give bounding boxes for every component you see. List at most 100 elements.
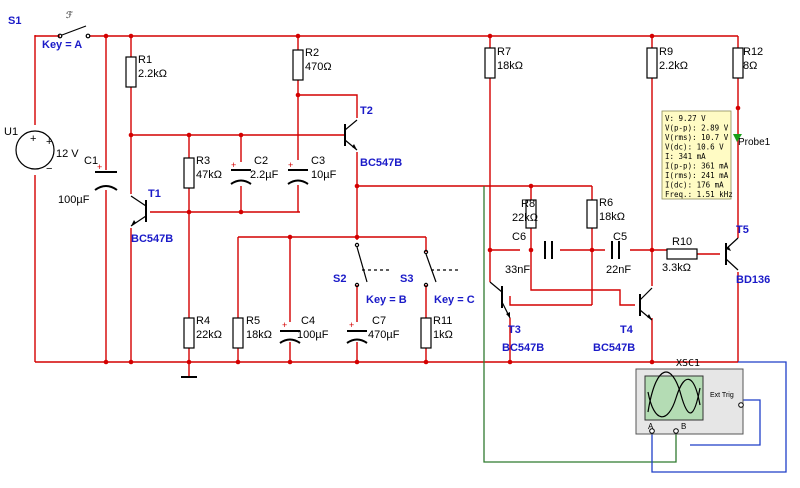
source-value: 12 V — [56, 148, 79, 160]
svg-text:R5: R5 — [246, 315, 260, 327]
svg-text:I(p-p): 361 mA: I(p-p): 361 mA — [665, 162, 729, 171]
svg-text:18kΩ: 18kΩ — [246, 329, 272, 341]
source-name: U1 — [4, 126, 18, 138]
capacitor-c5[interactable]: C5 22nF — [606, 231, 631, 276]
svg-text:2.2kΩ: 2.2kΩ — [659, 60, 688, 72]
capacitor-c4[interactable]: + C4 100µF — [279, 315, 329, 344]
svg-text:C2: C2 — [254, 155, 268, 167]
svg-text:BC547B: BC547B — [131, 233, 173, 245]
resistor-r5[interactable]: R5 18kΩ — [232, 315, 272, 349]
svg-text:BC547B: BC547B — [360, 157, 402, 169]
probe-marker[interactable]: Probe1 — [733, 134, 771, 148]
resistor-r9[interactable]: R9 2.2kΩ — [646, 46, 688, 79]
scope-ext-trig-terminal[interactable] — [738, 402, 744, 408]
svg-text:C6: C6 — [512, 231, 526, 243]
svg-text:R8: R8 — [521, 198, 535, 210]
switch-s1[interactable]: S1 Key = A ℱ — [8, 10, 91, 51]
svg-text:C3: C3 — [311, 155, 325, 167]
resistor-r7[interactable]: R7 18kΩ — [484, 46, 523, 79]
svg-text:+: + — [97, 162, 102, 172]
svg-text:470µF: 470µF — [368, 329, 400, 341]
scope-channel-a-terminal[interactable] — [649, 428, 655, 434]
resistor-r11[interactable]: R11 1kΩ — [420, 315, 453, 349]
capacitor-c1[interactable]: + C1 100µF — [58, 155, 118, 206]
svg-text:8Ω: 8Ω — [743, 60, 757, 72]
transistor-t4[interactable]: T4 BC547B — [593, 287, 653, 354]
svg-text:B: B — [681, 422, 686, 431]
svg-text:Ext Trig: Ext Trig — [710, 392, 734, 399]
svg-text:10µF: 10µF — [311, 169, 337, 181]
svg-text:+: + — [349, 320, 354, 330]
svg-text:18kΩ: 18kΩ — [497, 60, 523, 72]
svg-text:I: 341 mA: I: 341 mA — [665, 152, 706, 161]
svg-text:R10: R10 — [672, 236, 692, 248]
svg-text:T4: T4 — [620, 324, 634, 336]
svg-text:C5: C5 — [613, 231, 627, 243]
svg-text:Probe1: Probe1 — [738, 137, 771, 148]
svg-text:BC547B: BC547B — [502, 342, 544, 354]
junction-dots — [103, 33, 741, 365]
capacitor-c7[interactable]: + C7 470µF — [346, 315, 400, 344]
probe-readout[interactable]: V: 9.27 V V(p-p): 2.89 V V(rms): 10.7 V … — [661, 110, 733, 200]
capacitor-c3[interactable]: + C3 10µF — [287, 155, 337, 185]
switch-s1-name: S1 — [8, 15, 21, 27]
svg-text:18kΩ: 18kΩ — [599, 211, 625, 223]
voltage-source-u1[interactable]: + + − U1 12 V — [4, 126, 79, 175]
resistor-r1[interactable]: R1 2.2kΩ — [125, 54, 167, 88]
svg-text:S3: S3 — [400, 273, 413, 285]
svg-text:V(p-p): 2.89 V: V(p-p): 2.89 V — [665, 124, 729, 133]
svg-text:R2: R2 — [305, 47, 319, 59]
resistor-r12[interactable]: R12 8Ω — [732, 46, 763, 79]
scope-trace — [647, 371, 701, 414]
oscilloscope-xsc1[interactable]: XSC1 Ext Trig A B — [635, 358, 744, 435]
svg-text:R6: R6 — [599, 197, 613, 209]
scope-lead-b — [651, 361, 787, 473]
capacitor-c6[interactable]: C6 33nF — [505, 231, 553, 276]
svg-text:C4: C4 — [301, 315, 315, 327]
svg-text:V(rms): 10.7 V: V(rms): 10.7 V — [665, 133, 729, 142]
svg-text:22nF: 22nF — [606, 264, 631, 276]
capacitor-c1-value: 100µF — [58, 194, 90, 206]
svg-text:22kΩ: 22kΩ — [512, 212, 538, 224]
switch-s3[interactable]: S3 Key = C — [400, 249, 475, 306]
svg-text:R4: R4 — [196, 315, 210, 327]
svg-text:470Ω: 470Ω — [305, 61, 332, 73]
svg-text:R12: R12 — [743, 46, 763, 58]
svg-text:−: − — [46, 163, 52, 175]
resistor-r2[interactable]: R2 470Ω — [292, 47, 332, 81]
resistor-r6[interactable]: R6 18kΩ — [586, 197, 625, 229]
resistor-r10[interactable]: R10 3.3kΩ — [662, 236, 698, 274]
svg-text:47kΩ: 47kΩ — [196, 169, 222, 181]
svg-text:+: + — [282, 320, 287, 330]
resistor-r4[interactable]: R4 22kΩ — [183, 315, 222, 349]
transistor-t3[interactable]: T3 BC547B — [489, 281, 544, 354]
svg-text:S2: S2 — [333, 273, 346, 285]
scope-ground-lead — [690, 399, 761, 446]
transistor-t1[interactable]: T1 BC547B — [130, 188, 173, 245]
svg-text:V: 9.27 V: V: 9.27 V — [665, 114, 706, 123]
svg-text:1kΩ: 1kΩ — [433, 329, 453, 341]
svg-text:Key = C: Key = C — [434, 294, 475, 306]
resistor-r8[interactable]: R8 22kΩ — [512, 198, 538, 229]
svg-text:22kΩ: 22kΩ — [196, 329, 222, 341]
switch-s1-key: Key = A — [42, 39, 82, 51]
scope-channel-b-terminal[interactable] — [673, 428, 679, 434]
svg-text:+: + — [46, 136, 52, 148]
svg-text:+: + — [288, 160, 293, 170]
resistor-r3[interactable]: R3 47kΩ — [183, 155, 222, 189]
transistor-t2[interactable]: T2 BC547B — [344, 105, 402, 169]
transistor-t5[interactable]: T5 BD136 — [725, 224, 770, 286]
scope-screen — [644, 375, 704, 421]
svg-text:Freq.: 1.51 kHz: Freq.: 1.51 kHz — [665, 190, 733, 199]
capacitor-c2[interactable]: + C2 2.2µF — [230, 155, 279, 185]
svg-text:33nF: 33nF — [505, 264, 530, 276]
switch-s2[interactable]: S2 Key = B — [333, 242, 407, 306]
svg-text:V(dc): 10.6 V: V(dc): 10.6 V — [665, 143, 724, 152]
svg-text:3.3kΩ: 3.3kΩ — [662, 262, 691, 274]
svg-text:R3: R3 — [196, 155, 210, 167]
svg-text:BD136: BD136 — [736, 274, 770, 286]
svg-text:I(rms): 241 mA: I(rms): 241 mA — [665, 171, 729, 180]
svg-text:A: A — [648, 422, 654, 431]
svg-text:BC547B: BC547B — [593, 342, 635, 354]
